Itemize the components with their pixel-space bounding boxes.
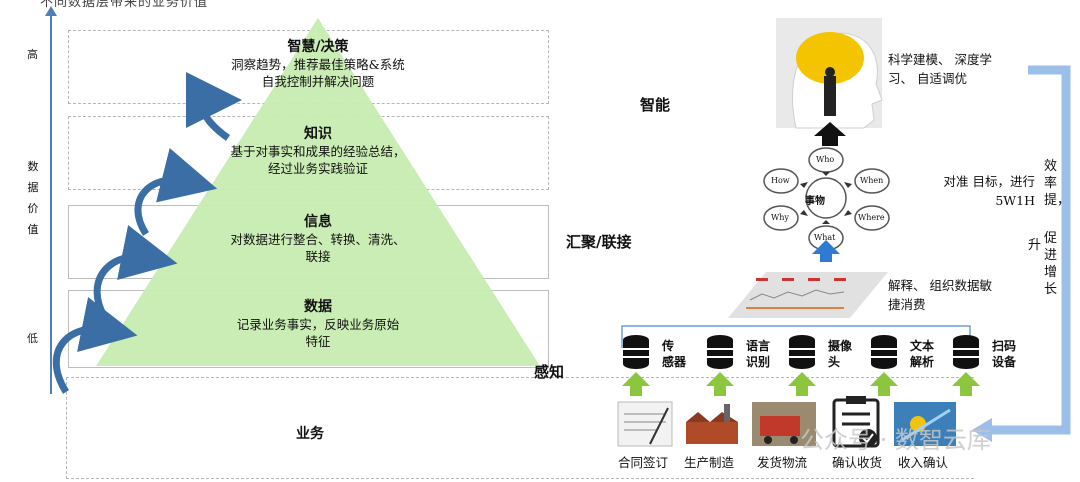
tier-wisdom-desc-1: 洞察趋势，推荐最佳策略&系统 [168,56,468,73]
target-text: 对准 目标，进行 5W1H [905,172,1035,210]
source-text-line-1: 文本 [910,338,934,354]
green-arrow-3 [788,372,816,396]
source-sensor-line-1: 传 [662,338,686,354]
source-sensor-line-2: 感器 [662,354,686,370]
tier-data-title: 数据 [168,296,468,316]
ai-head-image [776,18,882,128]
tier-knowledge-desc-2: 经过业务实践验证 [168,160,468,177]
stage-perception: 感知 [534,361,564,382]
tier-wisdom-title: 智慧/决策 [168,36,468,56]
source-scanner-line-2: 设备 [992,354,1016,370]
green-arrow-1 [622,372,650,396]
source-camera-line-1: 摄像 [828,338,852,354]
green-arrow-2 [706,372,734,396]
contract-image [618,402,672,446]
tier-wisdom: 智慧/决策 洞察趋势，推荐最佳策略&系统 自我控制并解决问题 [168,36,468,90]
wheel-node-who: Who [816,155,834,164]
green-arrows [622,372,980,396]
tier-data-desc-1: 记录业务事实，反映业务原始 [168,316,468,333]
tier-information-desc-2: 联接 [168,248,468,265]
source-scanner: 扫码 设备 [992,338,1016,370]
target-text-1: 对准 目标，进行 [905,172,1035,191]
tier-data-desc-2: 特征 [168,333,468,350]
tier-wisdom-desc-2: 自我控制并解决问题 [168,73,468,90]
efficiency-col-3: 促进增长 [1044,230,1060,298]
tier-knowledge: 知识 基于对事实和成果的经验总结， 经过业务实践验证 [168,123,468,177]
tier-knowledge-desc-1: 基于对事实和成果的经验总结， [168,143,468,160]
modeling-text-2: 习、 自适调优 [888,69,1038,88]
tier-data: 数据 记录业务事实，反映业务原始 特征 [168,296,468,350]
tier-knowledge-title: 知识 [168,123,468,143]
watermark-text: 公众号 · 数智云库 [800,420,991,455]
db-icon-2 [707,335,733,369]
source-text-parse: 文本 解析 [910,338,934,370]
tier-information-title: 信息 [168,211,468,231]
db-icon-4 [871,335,897,369]
source-voice-line-2: 识别 [746,354,770,370]
business-label: 业务 [296,423,324,443]
modeling-text: 科学建模、 深度学 习、 自适调优 [888,50,1038,88]
wheel-node-what: What [814,233,835,242]
efficiency-col-2: 升 [1028,236,1044,255]
source-scanner-line-1: 扫码 [992,338,1016,354]
source-voice: 语言 识别 [746,338,770,370]
source-sensor: 传 感器 [662,338,686,370]
data-timeline-image [728,272,888,318]
parse-text-1: 解释、 组织数据敏 [888,276,1028,295]
efficiency-col-1: 效率提， [1044,158,1060,209]
wheel-node-why: Why [771,213,789,222]
wheel-center-label: 事物 [805,192,825,207]
modeling-text-1: 科学建模、 深度学 [888,50,1038,69]
green-arrow-5 [952,372,980,396]
db-icon-3 [789,335,815,369]
wheel-node-how: How [771,176,790,185]
source-voice-line-1: 语言 [746,338,770,354]
target-text-2: 5W1H [905,191,1035,210]
activity-contract: 合同签订 [618,452,668,471]
wheel-node-where: Where [858,213,885,222]
tier-information: 信息 对数据进行整合、转换、清洗、 联接 [168,211,468,265]
green-arrow-4 [870,372,898,396]
db-icon-1 [623,335,649,369]
parse-text-2: 捷消费 [888,295,1028,314]
factory-image [682,402,744,446]
tier-information-desc-1: 对数据进行整合、转换、清洗、 [168,231,468,248]
db-icon-5 [953,335,979,369]
source-camera: 摄像 头 [828,338,852,370]
source-camera-line-2: 头 [828,354,852,370]
wheel-node-when: When [860,176,883,185]
parse-text: 解释、 组织数据敏 捷消费 [888,276,1028,314]
source-text-line-2: 解析 [910,354,934,370]
activity-production: 生产制造 [684,452,734,471]
